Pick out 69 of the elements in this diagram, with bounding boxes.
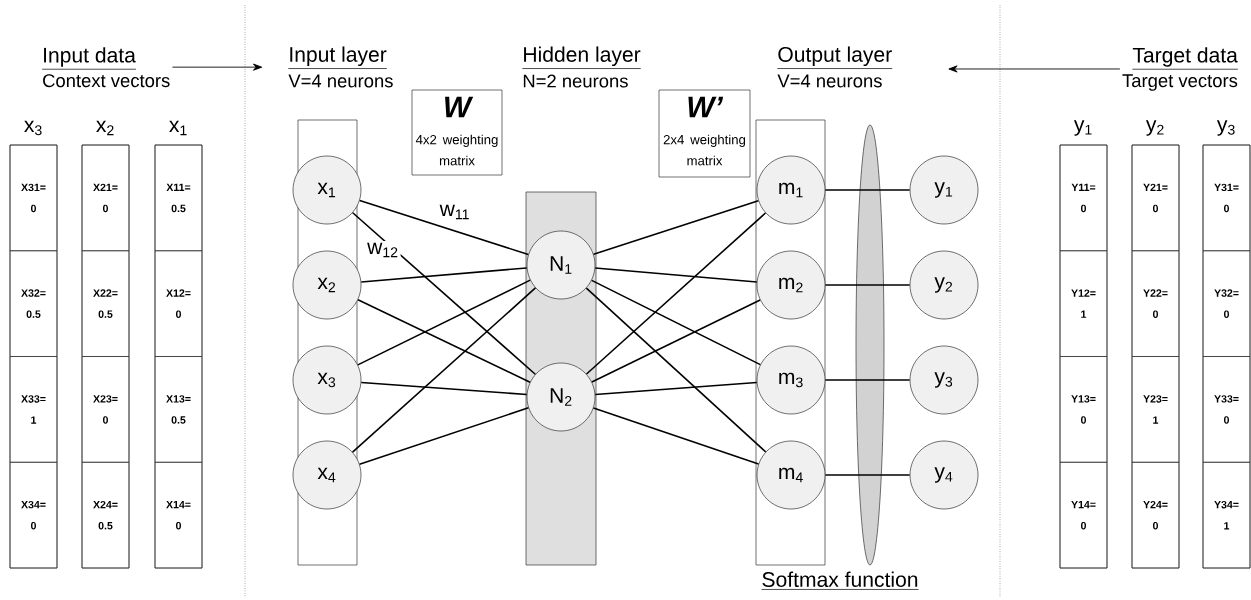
vector-cell: X24= 0.5 [81, 461, 130, 569]
data-heading: Input data Context vectors [41, 47, 170, 88]
vector-cell: Y21= 0 [1131, 144, 1180, 252]
matrix-box: W’ 2x4 weighting matrix [658, 89, 751, 178]
vector-cell: Y32= 0 [1202, 250, 1251, 357]
vector-cell: Y24= 0 [1131, 461, 1180, 569]
connection-line [592, 407, 760, 465]
vector-cell: Y34= 1 [1202, 461, 1251, 569]
vector-cell: Y14= 0 [1059, 461, 1108, 569]
vector-cell: X34= 0 [9, 461, 58, 569]
vector-cell: Y12= 1 [1059, 250, 1108, 357]
layer-size: V=4 neurons [288, 74, 393, 88]
vector-cell: Y11= 0 [1059, 144, 1108, 252]
connection-line [360, 267, 528, 283]
vector-cell: X22= 0.5 [81, 250, 130, 357]
layer-size: N=2 neurons [523, 74, 628, 88]
softmax-label: Softmax function [761, 571, 919, 590]
vector-cell: X23= 0 [81, 356, 130, 463]
connection-line [948, 65, 1121, 73]
vector-cell: X11= 0.5 [154, 144, 203, 252]
connection-line [585, 287, 767, 453]
connection-line [594, 267, 758, 283]
vector-cell: Y31= 0 [1202, 144, 1251, 252]
data-heading: Target data Target vectors [1122, 47, 1239, 91]
vector-cell: Y22= 0 [1131, 250, 1180, 357]
connection-line [590, 279, 762, 366]
weight-label: w$_{12}$ [365, 241, 401, 259]
connection-line [357, 279, 531, 366]
vector-heading: y$_{1}$ [1073, 120, 1092, 136]
connection-line [585, 212, 767, 375]
vector-cell: X31= 0 [9, 144, 58, 252]
matrix-box: W 4x2 weighting matrix [411, 89, 503, 176]
vector-cell: Y23= 1 [1131, 356, 1180, 463]
connection-line [351, 212, 537, 376]
layer-heading: Input layer [288, 46, 388, 69]
connection-line [824, 474, 871, 476]
connection-line [869, 474, 911, 476]
connection-line [824, 284, 871, 286]
connection-line [869, 189, 911, 191]
connection-line [869, 379, 911, 381]
vector-heading: x$_{3}$ [24, 120, 42, 136]
layer-size: V=4 neurons [777, 74, 882, 88]
vector-heading: y$_{2}$ [1145, 120, 1164, 136]
connection-line [360, 381, 528, 396]
vector-cell: Y33= 0 [1202, 356, 1251, 463]
vector-cell: X32= 0.5 [9, 250, 58, 357]
vector-cell: X13= 0.5 [154, 356, 203, 463]
vector-cell: X21= 0 [81, 144, 130, 252]
connection-line [592, 199, 760, 256]
layer-heading: Hidden layer [522, 46, 642, 69]
connection-line [594, 381, 758, 396]
layer-heading: Output layer [777, 46, 893, 69]
vector-heading: y$_{3}$ [1216, 120, 1235, 136]
connection-line [591, 299, 761, 383]
vector-heading: x$_{2}$ [96, 120, 114, 136]
connection-line [824, 379, 871, 381]
vector-cell: X33= 1 [9, 356, 58, 463]
connection-line [358, 199, 530, 256]
vector-cell: Y13= 0 [1059, 356, 1108, 463]
vector-heading: x$_{1}$ [169, 120, 187, 136]
connection-line [351, 287, 537, 453]
connection-line [357, 299, 531, 383]
vector-cell: X14= 0 [154, 461, 203, 569]
connection-line [869, 284, 911, 286]
vector-cell: X12= 0 [154, 250, 203, 357]
weight-label: w$_{11}$ [437, 203, 473, 221]
connection-line [824, 189, 871, 191]
connection-line [358, 407, 530, 465]
connection-line [171, 63, 263, 71]
